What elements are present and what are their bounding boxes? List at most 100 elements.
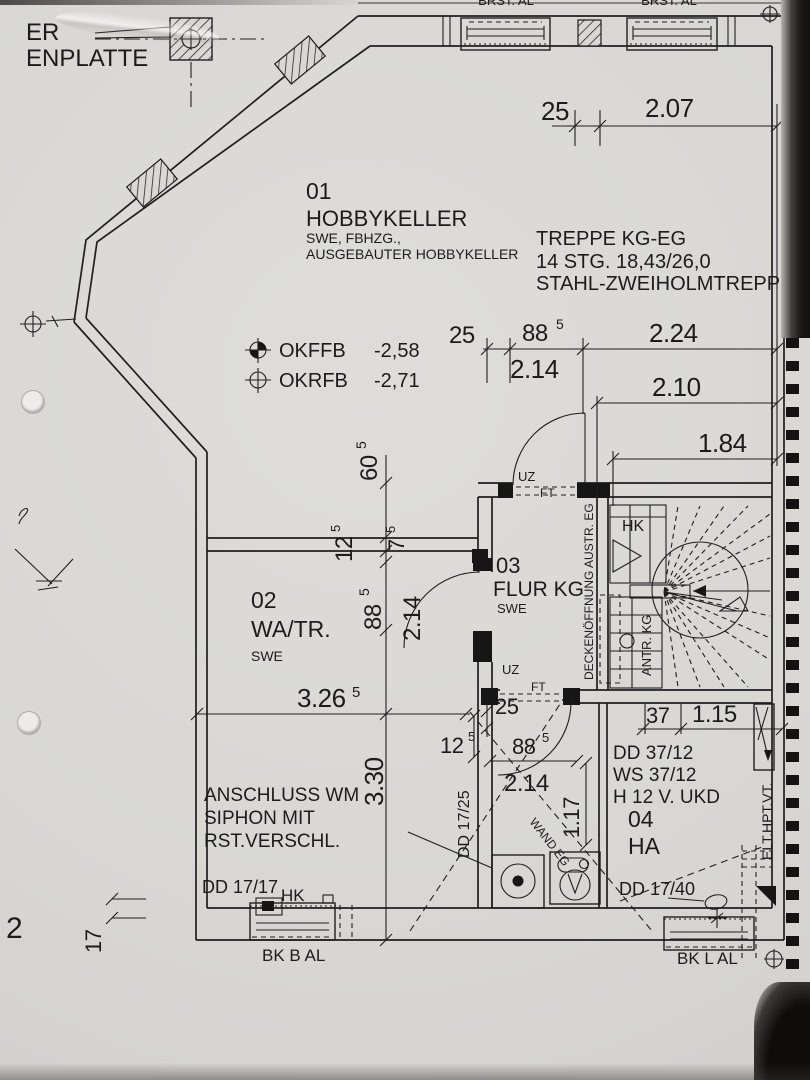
dim-left-7: 7 (384, 539, 409, 551)
level-ffb-value: -2,58 (374, 340, 420, 362)
dim-lower-117: 1.17 (559, 797, 584, 838)
dd-17-40-label: DD 17/40 (619, 879, 695, 899)
dim-left-12: 12 (331, 536, 358, 562)
dim-lower-25: 25 (495, 694, 519, 719)
dd-17-17-label: DD 17/17 (202, 877, 278, 897)
dim-upper-88: 88 (522, 320, 548, 347)
page-number: 2 (6, 912, 23, 945)
washing-machine (491, 854, 545, 909)
dim-lower-214: 2.14 (504, 770, 549, 797)
interior-walls (207, 482, 772, 908)
dim-upper (480, 338, 784, 506)
dim-top-25: 25 (541, 96, 569, 126)
ws-37-12-label: WS 37/12 (613, 765, 696, 786)
bottom-window-left (249, 894, 353, 941)
dim-top-207: 2.07 (645, 93, 694, 123)
window-label-bottom-right: BK L AL (677, 949, 738, 968)
elt-hpt-vt-label: ELT.HPT.VT. (759, 782, 775, 860)
dim-left-214: 2.14 (399, 596, 426, 641)
ceiling-opening-outline (599, 594, 621, 684)
wall-pier-hatched (577, 19, 602, 47)
dim-left-88: 88 (360, 604, 387, 630)
room01-note2: AUSGEBAUTER HOBBYKELLER (306, 246, 518, 262)
dim-lower-88: 88 (512, 734, 536, 759)
dim-left-326: 3.26 (297, 683, 346, 713)
wand-eg-dashes (409, 694, 763, 932)
top-window-right (626, 17, 718, 51)
dim-lower-12-sup: 5 (468, 729, 475, 744)
corner-note-line2: ENPLATTE (26, 45, 148, 72)
lintel-dashes (500, 486, 576, 702)
anschluss-line3: RST.VERSCHL. (204, 831, 340, 852)
punch-hole-top (22, 391, 44, 413)
anschluss-line2: SIPHON MIT (204, 808, 315, 829)
top-window-left (460, 17, 551, 51)
anschluss-line1: ANSCHLUSS WM (204, 785, 359, 806)
dim-left-60-sup: 5 (353, 441, 369, 449)
dim-upper-224: 2.24 (649, 318, 698, 348)
window-label-top-right: BRST. AL (641, 0, 697, 8)
dim-top (552, 104, 784, 466)
room03-number: 03 (496, 553, 520, 578)
ft-label-bottom: FT (531, 680, 546, 694)
stair-note-line3: STAHL-ZWEIHOLMTREPPE (536, 273, 793, 295)
elt-box (753, 703, 775, 771)
dim-lower-88-sup: 5 (542, 730, 549, 745)
diagonal-piers (125, 35, 327, 208)
dd-37-12-label: DD 37/12 (613, 743, 693, 764)
dim-left-326-sup: 5 (352, 684, 360, 701)
ceiling-opening-label: DECKENÖFFNUNG AUSTR. EG (582, 503, 596, 680)
scan-edge-right (781, 0, 810, 338)
room02-note: SWE (251, 648, 283, 664)
texts: ER ENPLATTE BRST. AL BRST. AL 01 HOBBYKE… (6, 0, 793, 968)
dim-left-7-sup: 5 (383, 526, 398, 533)
room01-name: HOBBYKELLER (306, 206, 467, 231)
dim-right-37: 37 (646, 703, 670, 728)
stair-note-line2: 14 STG. 18,43/26,0 (536, 251, 711, 273)
stair-note-line1: TREPPE KG-EG (536, 228, 686, 250)
stair-antritt-label: ANTR. KG (639, 615, 654, 676)
door-arcs (403, 412, 586, 776)
dim-left-12-sup: 5 (328, 525, 343, 532)
room01-number: 01 (306, 178, 332, 204)
level-ffb-label: OKFFB (279, 340, 346, 362)
dim-upper-184: 1.84 (698, 428, 747, 458)
stair-hk-label: HK (622, 518, 645, 535)
hk-label-bottom: HK (281, 886, 305, 905)
leader-line (667, 897, 705, 902)
scan-edge-bottom (0, 1063, 810, 1080)
punch-hole-bottom (18, 712, 40, 734)
uz-label-top: UZ (518, 469, 535, 484)
walking-line-arrow (693, 585, 706, 597)
dim-upper-88-sup: 5 (556, 316, 564, 332)
bottom-window-right (663, 886, 776, 951)
scan-corner-shadow (754, 982, 810, 1080)
room01-note1: SWE, FBHZG., (306, 230, 401, 246)
anschluss-leader (407, 831, 493, 869)
wall-reveal-ticks (442, 16, 736, 46)
corner-note-line1: ER (26, 19, 59, 46)
dim-upper-210: 2.10 (652, 372, 701, 402)
h-12-v-ukd-label: H 12 V. UKD (613, 787, 720, 808)
level-rfb-label: OKRFB (279, 370, 348, 392)
survey-marks (14, 5, 784, 969)
scan-tick-marks (786, 338, 799, 988)
level-markers (245, 338, 271, 393)
dim-left-88-sup: 5 (356, 588, 372, 596)
dim-lower-12: 12 (440, 733, 464, 758)
stair (599, 504, 771, 689)
window-label-top-left: BRST. AL (478, 0, 534, 8)
dim-left-17: 17 (81, 929, 106, 953)
stair-triangle-marker (718, 596, 749, 612)
room04-number: 04 (628, 806, 654, 832)
sink (549, 851, 601, 905)
room04-name: HA (628, 833, 661, 859)
ft-label-top: FT (540, 486, 555, 500)
room02-name: WA/TR. (251, 616, 331, 642)
level-rfb-value: -2,71 (374, 370, 420, 392)
dd-17-25-label: DD 17/25 (456, 790, 473, 858)
scan-edge-top (0, 0, 365, 5)
dim-left-330: 3.30 (359, 757, 389, 806)
dim-left-60: 60 (356, 455, 383, 481)
